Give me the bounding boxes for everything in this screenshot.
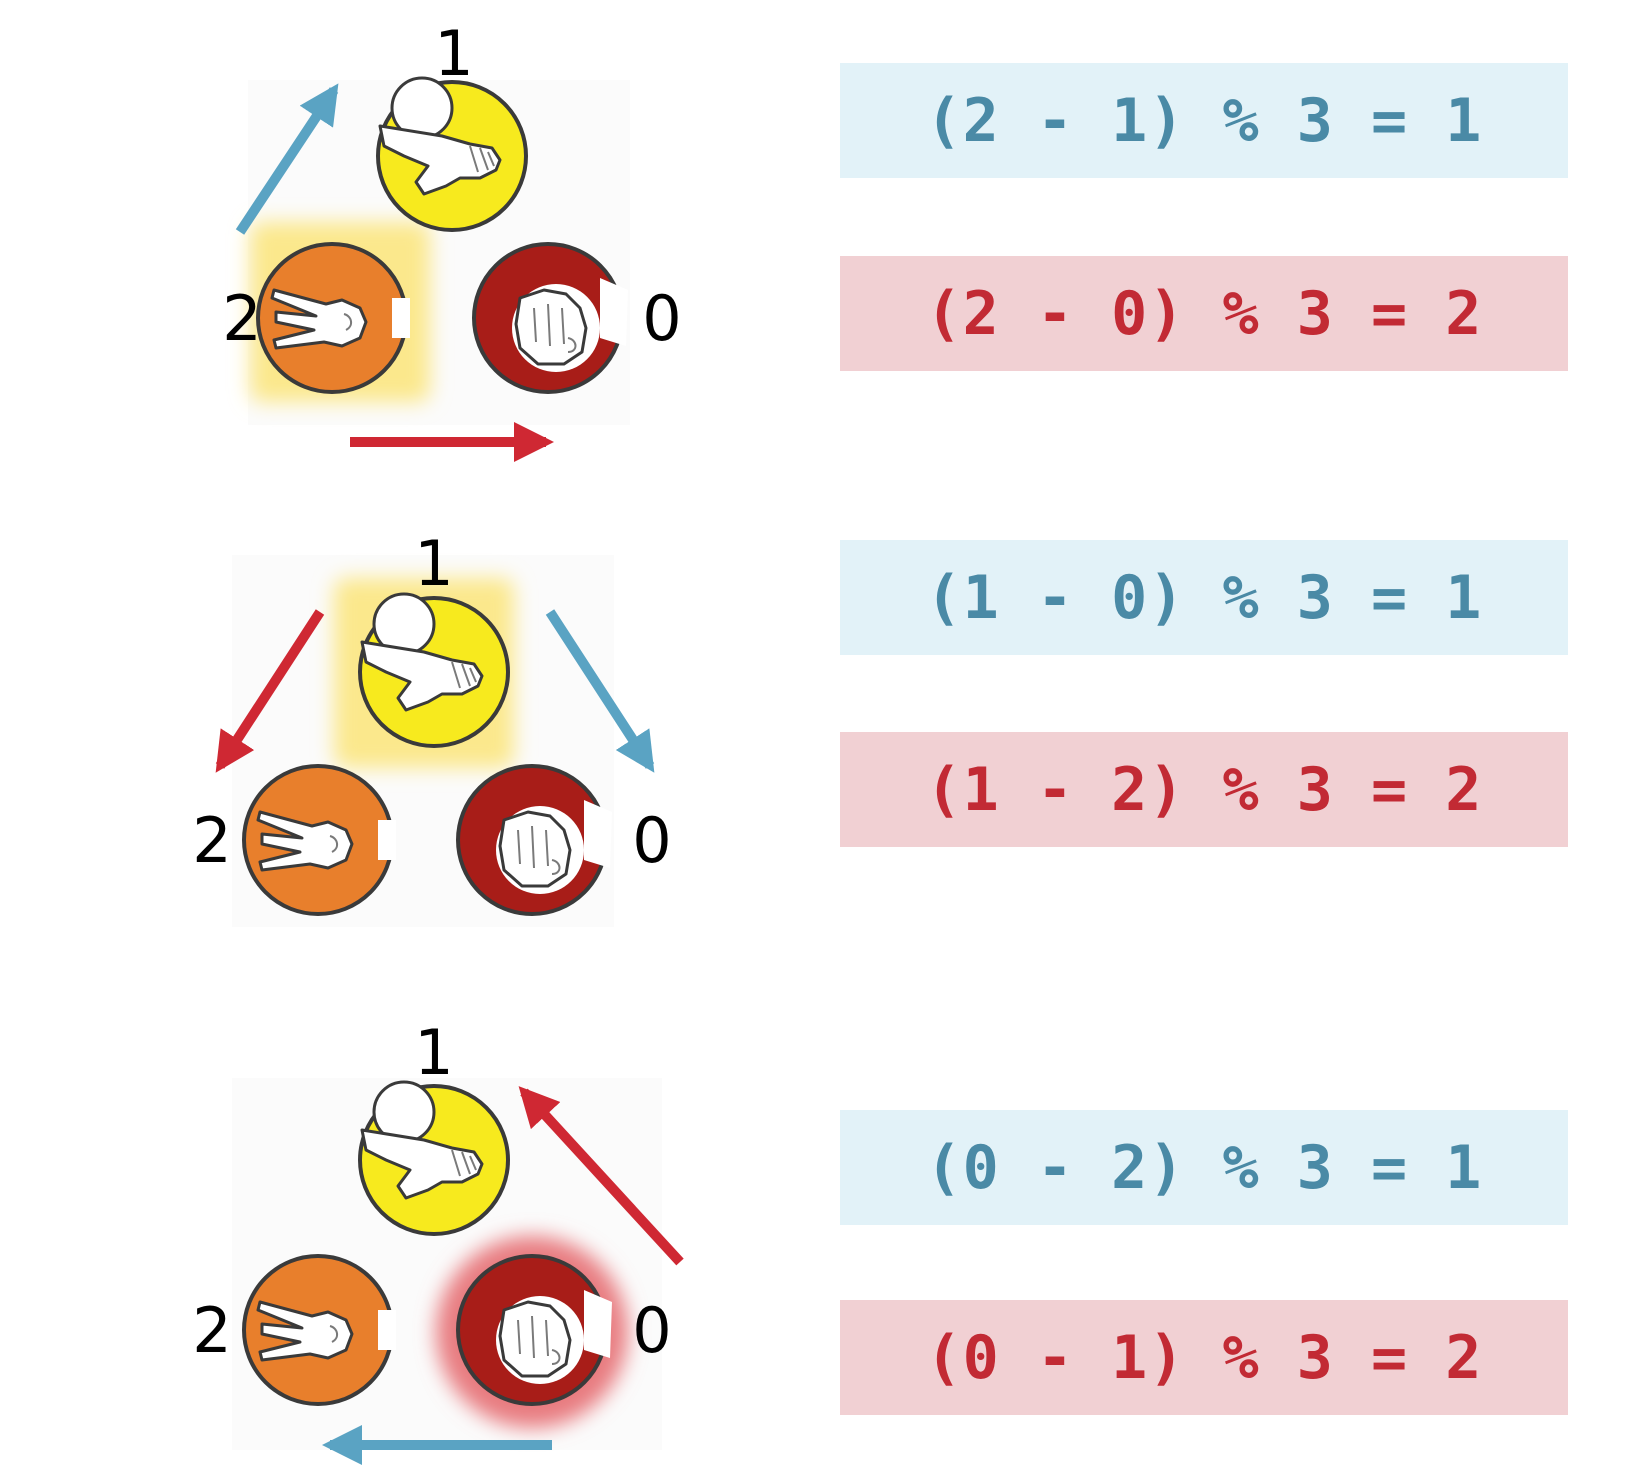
label-left: 2: [192, 1294, 231, 1367]
label-right: 0: [632, 804, 671, 877]
equation-red-3: (0 - 1) % 3 = 2: [840, 1300, 1568, 1415]
label-right: 0: [632, 1294, 671, 1367]
scissors-hand-icon: [256, 242, 412, 394]
panel-2-diagram: 1 2 0: [192, 527, 672, 927]
label-left: 2: [192, 804, 231, 877]
scissors-hand-icon: [242, 764, 398, 916]
blue-arrow: [545, 609, 655, 773]
label-top: 1: [414, 527, 453, 600]
blue-arrow: [235, 83, 339, 235]
scissors-hand-icon: [242, 1254, 398, 1406]
equation-blue-2: (1 - 0) % 3 = 1: [840, 540, 1568, 655]
red-arrow: [215, 609, 325, 773]
label-top: 1: [414, 1016, 453, 1089]
panel-1-diagram: 1 2 0: [222, 17, 682, 462]
equation-blue-3: (0 - 2) % 3 = 1: [840, 1110, 1568, 1225]
panel-3-diagram: 1 2 0: [192, 1016, 684, 1465]
label-left: 2: [222, 282, 261, 355]
paper-hand-icon: [358, 1080, 510, 1236]
label-top: 1: [434, 17, 473, 90]
paper-hand-icon: [376, 76, 528, 232]
equation-red-1: (2 - 0) % 3 = 2: [840, 256, 1568, 371]
equation-blue-1: (2 - 1) % 3 = 1: [840, 63, 1568, 178]
paper-hand-icon: [358, 592, 510, 748]
red-arrow: [518, 1086, 684, 1266]
label-right: 0: [642, 282, 681, 355]
equation-red-2: (1 - 2) % 3 = 2: [840, 732, 1568, 847]
